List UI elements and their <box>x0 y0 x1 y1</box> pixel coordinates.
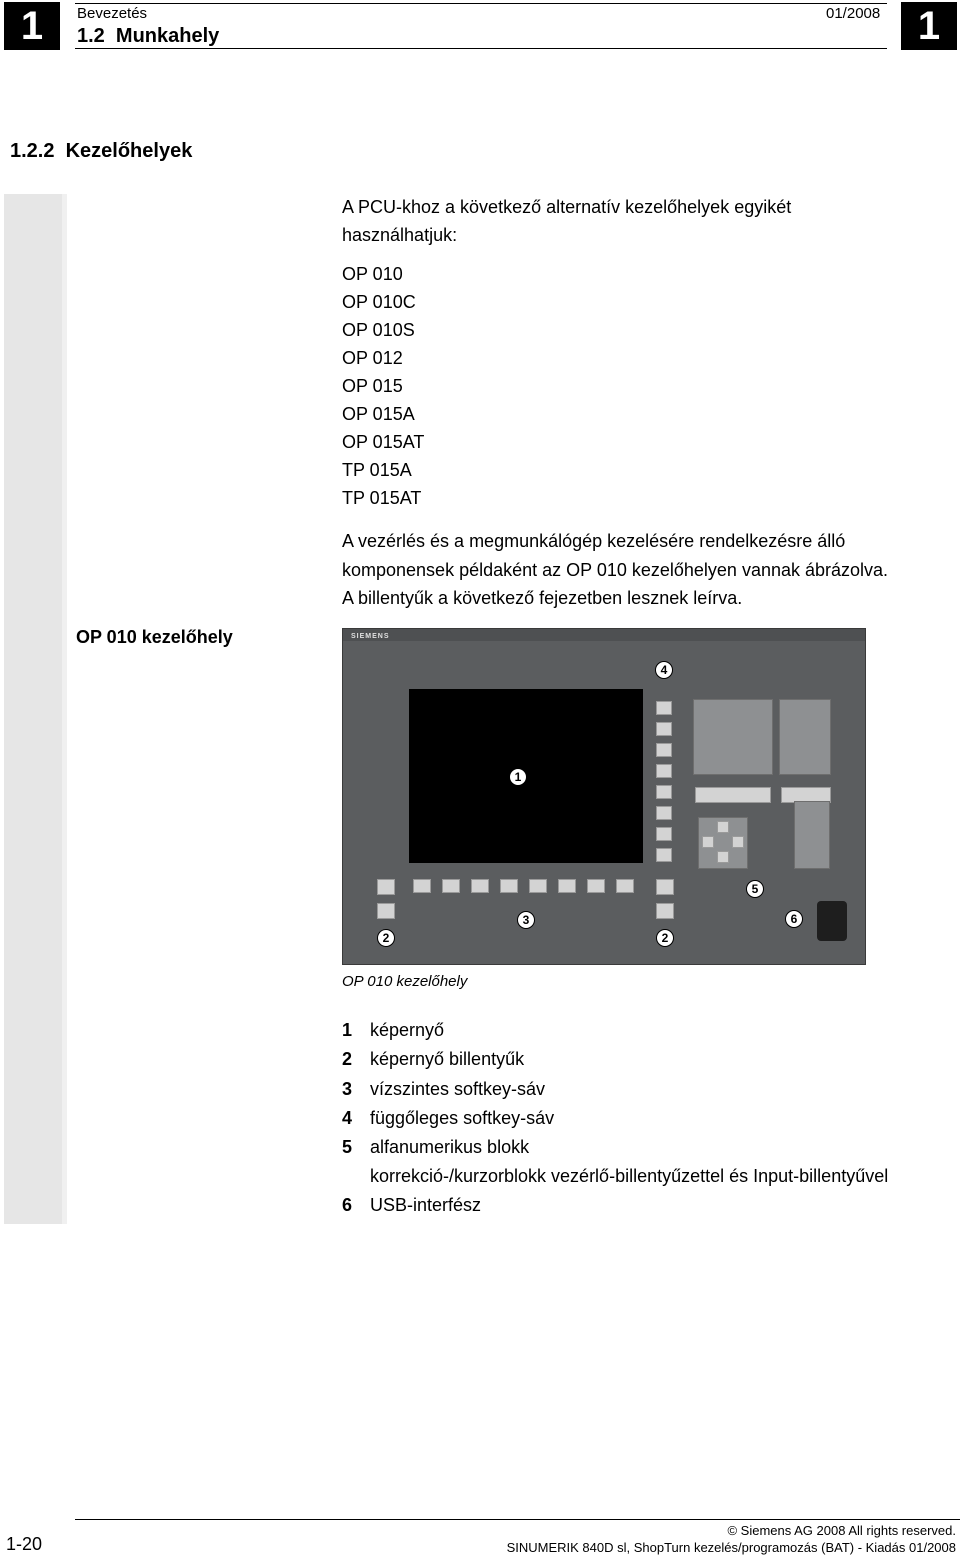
list-item: OP 012 <box>342 348 403 368</box>
section-heading: 1.2 Munkahely <box>77 25 220 47</box>
header-bottom-rule <box>75 48 887 49</box>
screen-key <box>656 879 674 895</box>
chapter-number-right: 1 <box>901 2 957 50</box>
brand-logo: SIEMENS <box>351 633 390 640</box>
alphanumeric-block <box>779 699 831 775</box>
horizontal-softkey <box>529 879 547 893</box>
horizontal-softkey <box>471 879 489 893</box>
vertical-softkey <box>656 827 672 841</box>
vertical-softkey <box>656 806 672 820</box>
product-line: SINUMERIK 840D sl, ShopTurn kezelés/prog… <box>506 1540 956 1555</box>
intro-line: A PCU-khoz a következő alternatív kezelő… <box>342 197 792 217</box>
vertical-softkey <box>656 701 672 715</box>
vertical-softkey <box>656 785 672 799</box>
screen-key <box>656 903 674 919</box>
control-keys <box>794 801 830 869</box>
horizontal-softkey <box>500 879 518 893</box>
margin-strip <box>4 194 62 1224</box>
callout-1: 1 <box>509 768 527 786</box>
callout-4: 4 <box>655 661 673 679</box>
screen-key <box>377 879 395 895</box>
vertical-softkey <box>656 743 672 757</box>
header-date: 01/2008 <box>826 5 881 22</box>
horizontal-softkey <box>442 879 460 893</box>
cursor-key <box>732 836 744 848</box>
list-item: OP 015AT <box>342 432 425 452</box>
page-number: 1-20 <box>6 1534 43 1554</box>
side-heading: OP 010 kezelőhely <box>76 627 233 647</box>
cursor-key <box>717 821 729 833</box>
legend-item: korrekció-/kurzorblokk vezérlő-billentyű… <box>370 1166 889 1186</box>
cursor-key <box>717 851 729 863</box>
usb-port <box>817 901 847 941</box>
horizontal-softkey <box>587 879 605 893</box>
horizontal-softkey <box>616 879 634 893</box>
list-item: OP 010S <box>342 320 415 340</box>
alphanumeric-block <box>693 699 773 775</box>
description-line: komponensek példaként az OP 010 kezelőhe… <box>342 560 889 580</box>
panel-top-bar <box>343 629 865 641</box>
screen-key <box>377 903 395 919</box>
callout-3: 3 <box>517 911 535 929</box>
chapter-title: Bevezetés <box>77 5 148 22</box>
description-line: A vezérlés és a megmunkálógép kezelésére… <box>342 531 846 551</box>
description-line: A billentyűk a következő fejezetben lesz… <box>342 588 743 608</box>
page-title: 1.2.2 Kezelőhelyek <box>10 140 193 162</box>
vertical-softkey <box>656 764 672 778</box>
callout-2: 2 <box>656 929 674 947</box>
chapter-number-left: 1 <box>4 2 60 50</box>
panel-list: OP 010 OP 010C OP 010S OP 012 OP 015 OP … <box>342 260 424 512</box>
list-item: OP 015 <box>342 376 403 396</box>
op010-panel-image: SIEMENS 1 2 2 3 4 5 6 <box>342 628 866 965</box>
intro-line: használhatjuk: <box>342 225 458 245</box>
horizontal-softkey <box>558 879 576 893</box>
keypad-row <box>695 787 771 803</box>
figure-caption: OP 010 kezelőhely <box>342 973 468 990</box>
list-item: OP 010C <box>342 292 416 312</box>
header-top-rule <box>75 3 887 4</box>
horizontal-softkey <box>413 879 431 893</box>
margin-strip <box>62 194 67 1224</box>
vertical-softkey <box>656 848 672 862</box>
footer-rule <box>75 1519 960 1520</box>
vertical-softkey <box>656 722 672 736</box>
callout-6: 6 <box>785 910 803 928</box>
callout-5: 5 <box>746 880 764 898</box>
list-item: TP 015AT <box>342 488 422 508</box>
copyright: © Siemens AG 2008 All rights reserved. <box>727 1523 956 1538</box>
list-item: OP 010 <box>342 264 403 284</box>
cursor-key <box>702 836 714 848</box>
list-item: TP 015A <box>342 460 412 480</box>
callout-2: 2 <box>377 929 395 947</box>
list-item: OP 015A <box>342 404 415 424</box>
